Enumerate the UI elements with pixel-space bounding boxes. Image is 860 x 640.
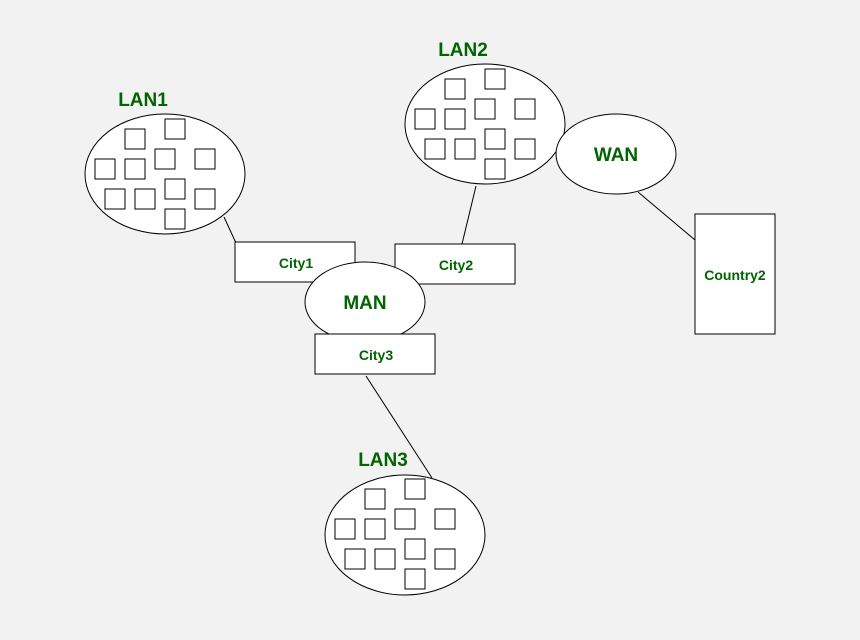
lan1-host	[104, 188, 126, 210]
lan3-host	[374, 548, 396, 570]
lan3-host	[394, 508, 416, 530]
lan1-host	[134, 188, 156, 210]
lan3-label: LAN3	[358, 450, 408, 471]
connector-city3-lan3	[365, 375, 433, 479]
man-label: MAN	[343, 293, 386, 314]
wan-label: WAN	[594, 145, 638, 166]
lan1-label: LAN1	[118, 90, 168, 111]
lan2-host	[514, 98, 536, 120]
lan2-host	[474, 98, 496, 120]
lan3-nodes	[334, 478, 456, 590]
lan1-host	[164, 118, 186, 140]
lan2-label: LAN2	[438, 40, 488, 61]
lan2-host	[444, 78, 466, 100]
lan1-host	[194, 188, 216, 210]
lan2-host	[484, 158, 506, 180]
city3-box	[314, 333, 436, 375]
lan2-nodes	[414, 68, 536, 180]
lan2-host	[514, 138, 536, 160]
connector-wan-country2	[637, 191, 696, 241]
lan1-nodes	[94, 118, 216, 230]
lan3-host	[434, 548, 456, 570]
lan2-host	[454, 138, 476, 160]
city2-label: City2	[439, 257, 473, 273]
country2-label: Country2	[704, 267, 766, 283]
city2-box	[394, 243, 516, 285]
lan1-host	[194, 148, 216, 170]
lan2-host	[414, 108, 436, 130]
country2-box	[694, 213, 776, 335]
city3-label: City3	[359, 347, 393, 363]
lan2-host	[444, 108, 466, 130]
lan3-host	[334, 518, 356, 540]
lan1-host	[94, 158, 116, 180]
lan3-host	[434, 508, 456, 530]
lan1-host	[154, 148, 176, 170]
lan2-host	[484, 68, 506, 90]
lan3-host	[404, 538, 426, 560]
lan3-host	[364, 488, 386, 510]
connector-lan1-city1	[223, 216, 237, 244]
wan-ellipse	[555, 113, 677, 195]
lan1-host	[124, 158, 146, 180]
connector-lan2-city2	[461, 185, 477, 245]
lan3-host	[404, 568, 426, 590]
lan2-host	[484, 128, 506, 150]
lan3-host	[364, 518, 386, 540]
city1-label: City1	[279, 255, 313, 271]
lan1-host	[124, 128, 146, 150]
lan1-host	[164, 178, 186, 200]
lan2-host	[424, 138, 446, 160]
lan1-host	[164, 208, 186, 230]
lan3-host	[344, 548, 366, 570]
lan3-host	[404, 478, 426, 500]
